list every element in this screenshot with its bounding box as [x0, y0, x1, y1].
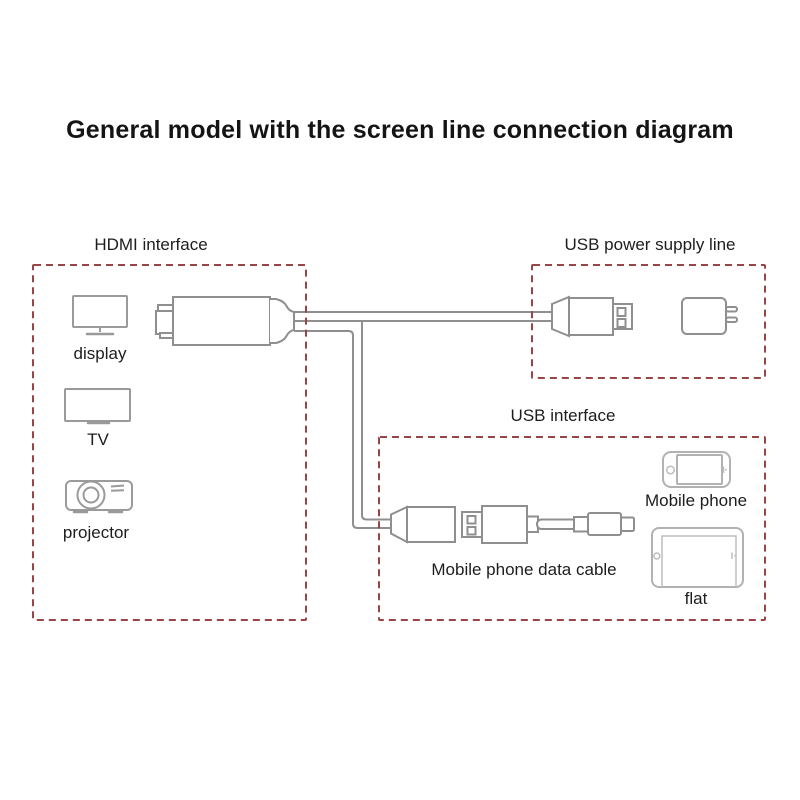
usb-power-label: USB power supply line [564, 235, 736, 254]
mobile-phone-label: Mobile phone [644, 491, 748, 510]
usb-female-port-icon [390, 505, 456, 544]
cable-wire-branch [294, 321, 395, 529]
usb-male-plug-icon [461, 505, 528, 544]
tablet-icon [651, 527, 744, 588]
usb-interface-box [378, 436, 766, 621]
display-label: display [73, 344, 127, 363]
micro-usb-cable-icon [526, 512, 635, 536]
projector-icon [65, 480, 133, 514]
data-cable-label: Mobile phone data cable [431, 560, 617, 579]
wall-charger-icon [681, 297, 738, 335]
hdmi-connector-icon [155, 296, 295, 346]
page-title: General model with the screen line conne… [66, 116, 734, 144]
tv-label: TV [87, 430, 109, 449]
usb-power-box [531, 264, 766, 379]
projector-label: projector [62, 523, 130, 542]
mobile-phone-icon [662, 451, 731, 488]
hdmi-interface-label: HDMI interface [94, 235, 208, 254]
cable-wire-top [294, 311, 556, 322]
tv-icon [64, 388, 131, 425]
display-icon [72, 295, 128, 336]
usb-interface-label: USB interface [510, 406, 616, 425]
flat-label: flat [684, 589, 708, 608]
hdmi-interface-box [32, 264, 307, 621]
usb-plug-icon [551, 295, 633, 338]
